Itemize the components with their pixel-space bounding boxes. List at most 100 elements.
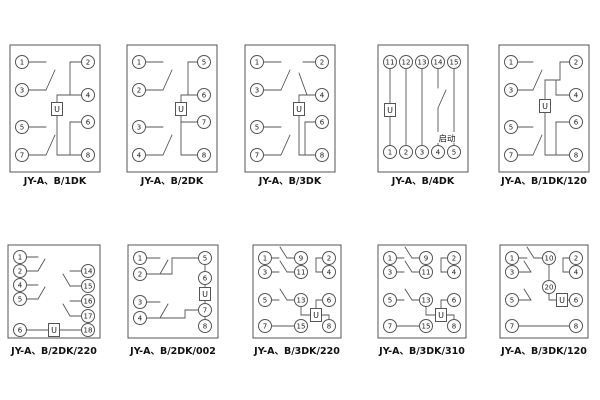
terminal-number: 8 bbox=[86, 152, 90, 160]
wire bbox=[56, 115, 82, 156]
terminal-6 bbox=[447, 293, 461, 307]
terminal-15 bbox=[419, 319, 433, 333]
terminal-number: 5 bbox=[255, 124, 259, 132]
terminal-18 bbox=[81, 323, 95, 337]
wire bbox=[187, 61, 198, 96]
terminal-number: 4 bbox=[327, 269, 332, 277]
terminal-2 bbox=[447, 251, 461, 265]
terminal-6 bbox=[198, 271, 212, 285]
terminal-17 bbox=[81, 309, 95, 323]
terminal-number: 7 bbox=[20, 152, 24, 160]
terminal-number: 1 bbox=[20, 59, 24, 67]
terminal-number: 8 bbox=[320, 152, 324, 160]
terminal-4 bbox=[13, 278, 27, 292]
wire bbox=[440, 299, 448, 309]
terminal-number: 1 bbox=[263, 255, 267, 263]
terminal-number: 6 bbox=[320, 119, 325, 127]
terminal-number: 5 bbox=[452, 149, 456, 157]
terminal-number: 4 bbox=[18, 282, 23, 290]
terminal-1 bbox=[383, 251, 397, 265]
coil-symbol-box bbox=[310, 308, 322, 322]
terminal-13 bbox=[415, 55, 429, 69]
terminal-8 bbox=[198, 319, 212, 333]
diagram-label: JY-A、B/1DK bbox=[23, 176, 87, 187]
terminal-7 bbox=[258, 319, 272, 333]
terminal-number: 2 bbox=[452, 255, 456, 263]
terminal-number: 13 bbox=[297, 297, 306, 305]
terminal-number: 13 bbox=[418, 59, 427, 67]
wire bbox=[159, 303, 169, 319]
terminal-7 bbox=[198, 303, 212, 317]
terminal-6 bbox=[315, 115, 329, 129]
wire bbox=[69, 121, 82, 156]
terminal-number: 8 bbox=[202, 152, 206, 160]
terminal-number: 2 bbox=[138, 271, 142, 279]
terminal-number: 11 bbox=[386, 59, 395, 67]
terminal-number: 5 bbox=[20, 124, 24, 132]
wire bbox=[279, 288, 288, 301]
terminal-8 bbox=[315, 148, 329, 162]
coil-symbol-box bbox=[384, 103, 396, 117]
terminal-15 bbox=[81, 279, 95, 293]
terminal-number: 13 bbox=[422, 297, 431, 305]
terminal-number: 2 bbox=[18, 268, 22, 276]
terminal-4 bbox=[322, 265, 336, 279]
wire bbox=[532, 69, 543, 91]
wire bbox=[298, 94, 316, 103]
terminal-number: 15 bbox=[450, 59, 459, 67]
coil-symbol-label: U bbox=[54, 105, 60, 114]
terminal-6 bbox=[81, 115, 95, 129]
terminal-5 bbox=[383, 293, 397, 307]
terminal-4 bbox=[81, 88, 95, 102]
terminal-number: 3 bbox=[509, 87, 513, 95]
terminal-number: 4 bbox=[86, 92, 91, 100]
terminal-5 bbox=[13, 292, 27, 306]
terminal-number: 5 bbox=[388, 297, 392, 305]
wire bbox=[298, 115, 316, 156]
terminal-number: 2 bbox=[86, 59, 90, 67]
terminal-4 bbox=[431, 145, 445, 159]
diagram-border bbox=[252, 244, 342, 339]
terminal-1 bbox=[133, 251, 147, 265]
terminal-number: 6 bbox=[86, 119, 91, 127]
terminal-number: 3 bbox=[388, 269, 392, 277]
terminal-number: 15 bbox=[84, 283, 93, 291]
diagram-border bbox=[377, 44, 469, 173]
terminal-5 bbox=[258, 293, 272, 307]
terminal-15 bbox=[447, 55, 461, 69]
terminal-number: 5 bbox=[18, 296, 22, 304]
wire bbox=[440, 257, 448, 273]
terminal-number: 4 bbox=[452, 269, 457, 277]
terminal-number: 15 bbox=[297, 323, 306, 331]
terminal-number: 4 bbox=[138, 315, 143, 323]
terminal-number: 1 bbox=[510, 255, 514, 263]
annotation-text: 启动 bbox=[438, 134, 456, 145]
coil-symbol-box bbox=[293, 102, 305, 116]
terminal-number: 1 bbox=[138, 255, 142, 263]
terminal-number: 5 bbox=[510, 297, 514, 305]
terminal-9 bbox=[419, 251, 433, 265]
terminal-3 bbox=[250, 83, 264, 97]
terminal-4 bbox=[569, 88, 583, 102]
terminal-2 bbox=[569, 55, 583, 69]
terminal-number: 16 bbox=[84, 298, 93, 306]
terminal-number: 2 bbox=[404, 149, 408, 157]
wire bbox=[162, 69, 173, 91]
diagram-label: JY-A、B/3DK/310 bbox=[378, 346, 465, 357]
diagram-border bbox=[377, 244, 467, 339]
wire bbox=[548, 293, 557, 301]
coil-symbol-box bbox=[48, 323, 60, 337]
terminal-number: 8 bbox=[327, 323, 331, 331]
terminal-number: 3 bbox=[20, 87, 24, 95]
terminal-3 bbox=[258, 265, 272, 279]
wire bbox=[404, 246, 413, 259]
terminal-number: 4 bbox=[436, 149, 441, 157]
terminal-8 bbox=[197, 148, 211, 162]
terminal-number: 3 bbox=[138, 299, 142, 307]
terminal-number: 6 bbox=[18, 327, 23, 335]
terminal-number: 6 bbox=[202, 92, 207, 100]
terminal-1 bbox=[132, 55, 146, 69]
diagram-border bbox=[498, 44, 590, 173]
